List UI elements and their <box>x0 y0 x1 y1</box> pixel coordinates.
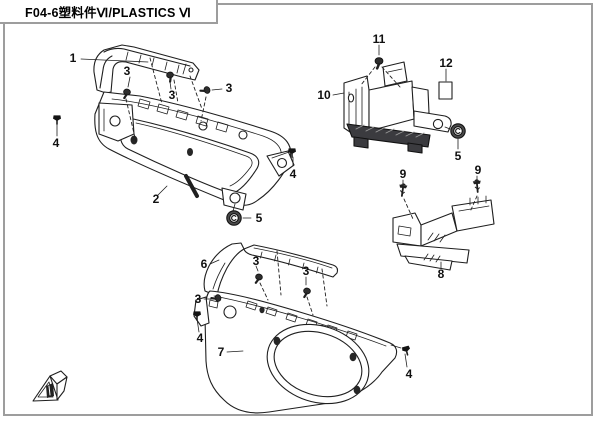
callout-part-2: 2 <box>152 192 160 206</box>
adhesive-pad-outline-icon <box>438 81 453 100</box>
part-6-bracket-drawing <box>203 242 339 297</box>
callout-part-3: 3 <box>225 81 233 95</box>
callout-part-3: 3 <box>302 264 310 278</box>
trim-clip-icon <box>52 114 62 125</box>
screw-icon <box>252 272 265 286</box>
push-rivet-icon <box>397 181 409 198</box>
callout-part-1: 1 <box>69 51 77 65</box>
page-title-cell: F04-6塑料件Ⅵ/PLASTICS Ⅵ <box>0 0 218 24</box>
push-rivet-icon <box>471 178 483 194</box>
part-8-leader-lines <box>402 175 478 269</box>
part-10-leader-lines <box>332 44 459 150</box>
top-assembly-leader-lines <box>56 57 294 219</box>
callout-part-10: 10 <box>317 88 331 102</box>
callout-part-9: 9 <box>399 167 407 181</box>
bottom-assembly-leader-lines <box>196 250 408 368</box>
callout-part-5: 5 <box>255 211 263 225</box>
callout-part-4: 4 <box>289 167 297 181</box>
callout-part-4: 4 <box>405 367 413 381</box>
front-direction-icon <box>32 370 68 402</box>
callout-part-3: 3 <box>252 254 260 268</box>
screw-icon <box>198 84 212 97</box>
callout-part-4: 4 <box>196 331 204 345</box>
callout-part-5: 5 <box>454 149 462 163</box>
grommet-icon <box>226 210 242 226</box>
part-10-bracket-drawing <box>343 61 452 154</box>
callout-part-3: 3 <box>194 292 202 306</box>
part-7-panel-drawing <box>193 290 398 414</box>
screw-icon <box>301 286 312 299</box>
trim-clip-icon <box>400 344 413 357</box>
callout-part-11: 11 <box>372 32 386 46</box>
callout-part-4: 4 <box>52 136 60 150</box>
page-border <box>3 3 593 416</box>
callout-part-6: 6 <box>200 257 208 271</box>
part-2-frame-drawing <box>94 91 295 211</box>
callout-part-7: 7 <box>217 345 225 359</box>
part-8-bracket-drawing <box>392 195 495 271</box>
callout-part-3: 3 <box>123 64 131 78</box>
callout-part-12: 12 <box>439 56 453 70</box>
page-title: F04-6塑料件Ⅵ/PLASTICS Ⅵ <box>25 5 191 20</box>
callout-part-8: 8 <box>437 267 445 281</box>
callout-part-9: 9 <box>474 163 482 177</box>
grommet-icon <box>450 123 466 139</box>
callout-part-3: 3 <box>168 88 176 102</box>
part-1-rail-drawing <box>93 44 200 94</box>
